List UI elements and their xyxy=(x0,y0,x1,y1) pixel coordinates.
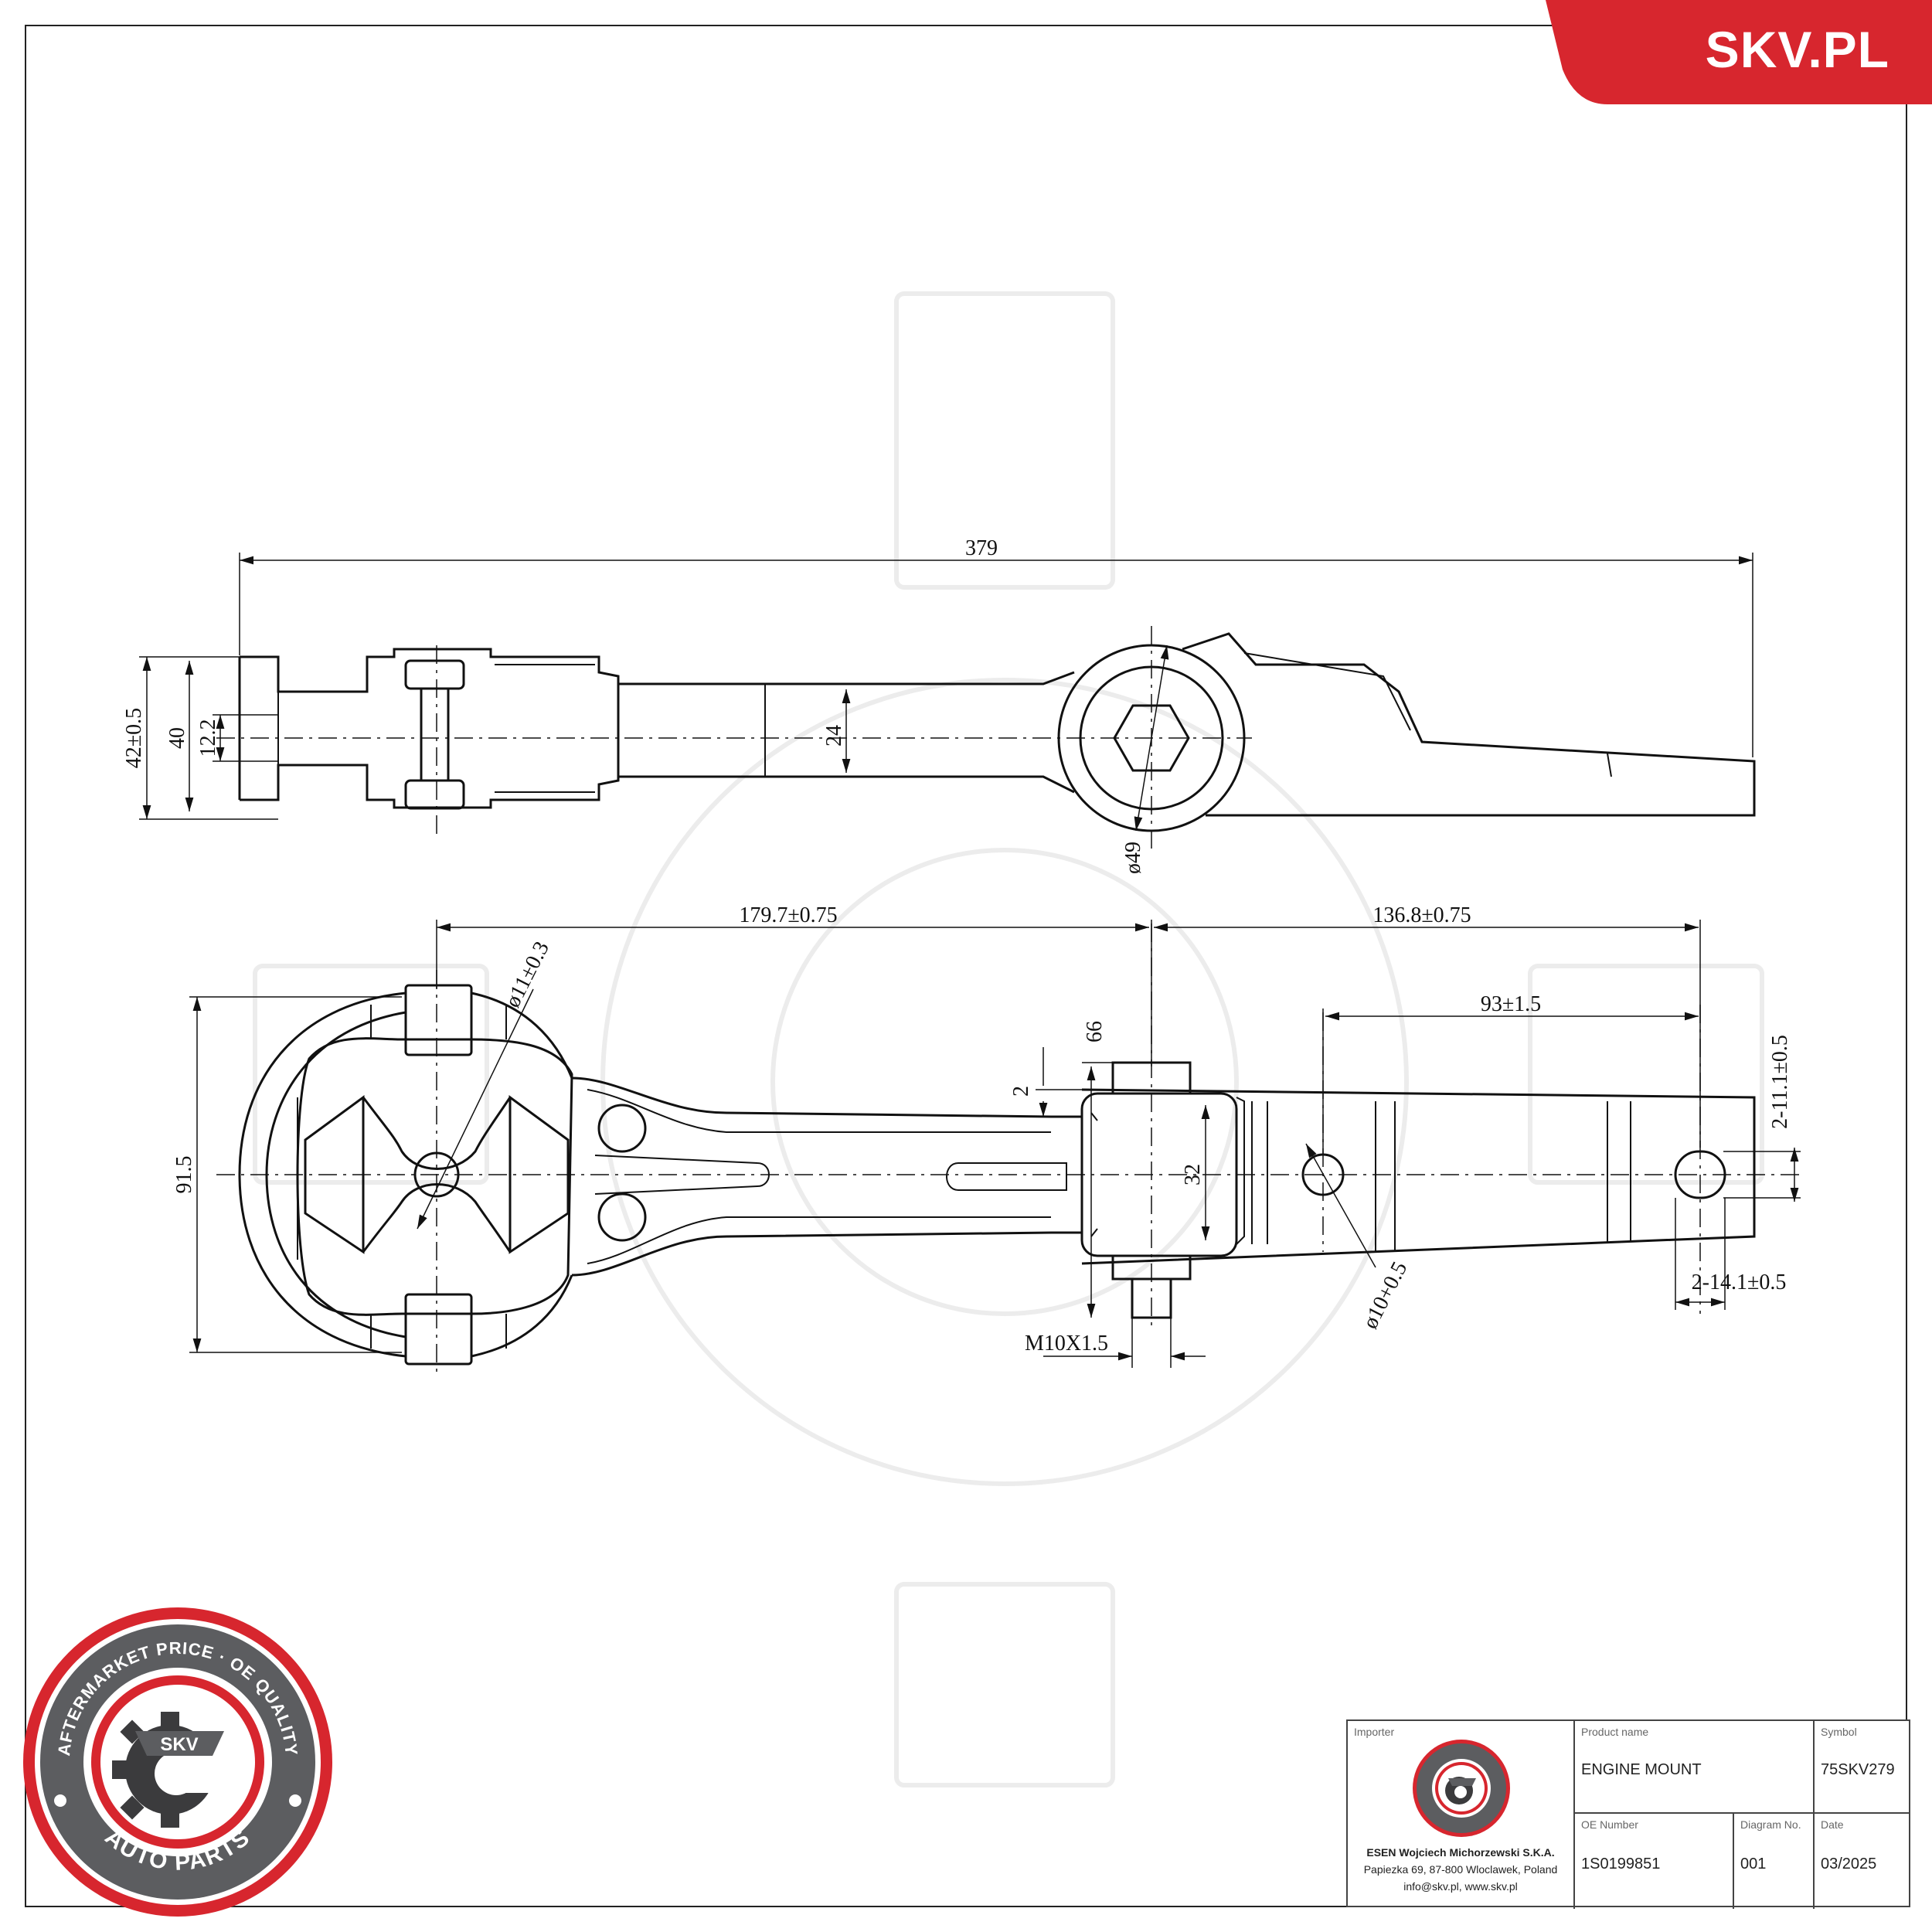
symbol-value: 75SKV279 xyxy=(1821,1761,1895,1778)
top-dimension-labels: 379 42±0.5 40 12.2 24 ø49 xyxy=(122,536,1145,874)
dim-bolt-head: 66 xyxy=(1083,1021,1107,1043)
diagram-label: Diagram No. xyxy=(1740,1818,1801,1831)
oe-cell: OE Number 1S0199851 xyxy=(1575,1814,1734,1909)
brand-logo: SKV.PL xyxy=(1705,21,1889,78)
drawing-frame xyxy=(25,25,1907,1907)
dim-gap: 2 xyxy=(1009,1086,1033,1097)
title-block: Importer ESEN Wojciech Michorzewski S.K.… xyxy=(1346,1719,1910,1909)
dim-dist-left: 179.7±0.75 xyxy=(739,903,837,927)
date-label: Date xyxy=(1821,1818,1844,1831)
top-dimensions xyxy=(139,553,1753,832)
diagram-cell: Diagram No. 001 xyxy=(1734,1814,1815,1909)
importer-name: ESEN Wojciech Michorzewski S.K.A. xyxy=(1366,1846,1555,1859)
brand-corner: SKV.PL xyxy=(1546,0,1932,104)
dim-hole-spacing: 93±1.5 xyxy=(1481,992,1541,1016)
skv-badge: SKV AFTERMARKET PRICE · OE QUALITY AUTO … xyxy=(23,1607,332,1917)
symbol-label: Symbol xyxy=(1821,1726,1857,1738)
dim-thread: M10X1.5 xyxy=(1025,1332,1108,1355)
dim-bush-dia: ø49 xyxy=(1121,842,1145,874)
side-dimensions xyxy=(189,920,1801,1368)
badge-center-text: SKV xyxy=(160,1734,198,1755)
dim-hole-small: ø10+0.5 xyxy=(1359,1258,1413,1333)
importer-cell: Importer ESEN Wojciech Michorzewski S.K.… xyxy=(1348,1721,1575,1909)
dim-slot-upper: 2-11.1±0.5 xyxy=(1768,1035,1792,1129)
importer-logo xyxy=(1413,1740,1510,1837)
dim-arm-width: 24 xyxy=(822,725,846,747)
product-cell: Product name ENGINE MOUNT xyxy=(1575,1721,1815,1814)
dim-height: 40 xyxy=(165,727,189,749)
dim-clamp: 32 xyxy=(1181,1164,1205,1185)
product-label: Product name xyxy=(1581,1726,1649,1738)
importer-contact: info@skv.pl, www.skv.pl xyxy=(1403,1880,1518,1893)
dim-slot-lower: 2-14.1±0.5 xyxy=(1692,1270,1787,1294)
dim-total-height: 91.5 xyxy=(172,1156,196,1194)
watermark-gear xyxy=(253,291,1764,1787)
importer-address: Papiezka 69, 87-800 Wloclawek, Poland xyxy=(1363,1863,1558,1876)
symbol-cell: Symbol 75SKV279 xyxy=(1815,1721,1910,1814)
dim-slot: 12.2 xyxy=(196,719,220,757)
diagram-value: 001 xyxy=(1740,1855,1767,1872)
date-cell: Date 03/2025 xyxy=(1815,1814,1910,1909)
dim-hole-dia: ø11±0.3 xyxy=(501,937,554,1011)
side-dimension-labels: 179.7±0.75 136.8±0.75 93±1.5 66 2 32 ø11… xyxy=(172,903,1792,1355)
oe-value: 1S0199851 xyxy=(1581,1855,1661,1872)
dim-height-tol: 42±0.5 xyxy=(122,708,146,768)
product-value: ENGINE MOUNT xyxy=(1581,1761,1702,1778)
side-view xyxy=(216,923,1801,1376)
dim-overall-length: 379 xyxy=(965,536,998,560)
top-view xyxy=(216,626,1756,850)
importer-label: Importer xyxy=(1354,1726,1395,1738)
oe-label: OE Number xyxy=(1581,1818,1638,1831)
date-value: 03/2025 xyxy=(1821,1855,1877,1872)
dim-dist-right: 136.8±0.75 xyxy=(1372,903,1471,927)
brand-banner xyxy=(1546,0,1932,104)
